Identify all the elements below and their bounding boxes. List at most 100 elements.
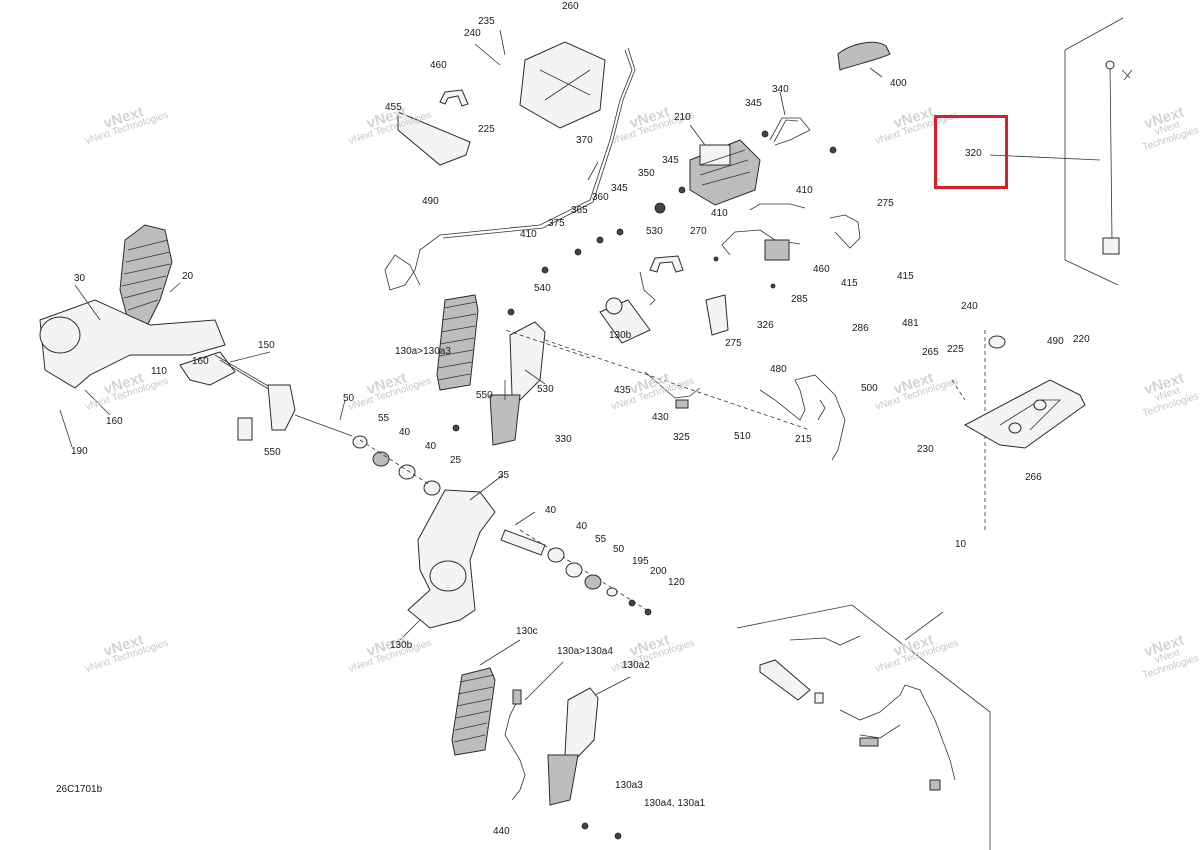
callout-label: 540 bbox=[534, 283, 551, 294]
callout-label: 120 bbox=[668, 577, 685, 588]
panel-borders bbox=[736, 17, 1124, 850]
callout-label: 260 bbox=[562, 1, 579, 12]
callout-label: 230 bbox=[917, 444, 934, 455]
sensor-harness-330 bbox=[644, 371, 701, 409]
callout-label: 195 bbox=[632, 556, 649, 567]
callout-label: 200 bbox=[650, 566, 667, 577]
fittings bbox=[452, 130, 837, 432]
callout-label: 370 bbox=[576, 135, 593, 146]
shock-absorber-upper bbox=[489, 321, 546, 446]
callout-label: 190 bbox=[71, 446, 88, 457]
callout-label: 415 bbox=[897, 271, 914, 282]
callout-label: 345 bbox=[662, 155, 679, 166]
callout-label: 410 bbox=[520, 229, 537, 240]
callout-label: 40 bbox=[399, 427, 411, 438]
dipstick-part bbox=[989, 60, 1133, 255]
axle-and-washers-lower bbox=[500, 529, 652, 616]
callout-label: 215 bbox=[795, 434, 812, 445]
harness-481 bbox=[759, 374, 846, 461]
hose-spring-part bbox=[837, 41, 891, 71]
callout-label: 160 bbox=[192, 356, 209, 367]
callout-label: 410 bbox=[796, 185, 813, 196]
callout-label: 500 bbox=[861, 383, 878, 394]
drawing-code: 26C1701b bbox=[56, 784, 103, 795]
coil-spring-lower bbox=[451, 667, 496, 756]
callout-label: 490 bbox=[422, 196, 439, 207]
callout-label: 20 bbox=[182, 271, 194, 282]
callout-label: 265 bbox=[922, 347, 939, 358]
callout-label: 345 bbox=[745, 98, 762, 109]
callout-label: 266 bbox=[1025, 472, 1042, 483]
callout-label: 481 bbox=[902, 318, 919, 329]
callout-label: 220 bbox=[1073, 334, 1090, 345]
leader-lines bbox=[59, 29, 944, 701]
hose-410-parts bbox=[721, 203, 861, 256]
callout-label: 210 bbox=[674, 112, 691, 123]
callout-label: 375 bbox=[548, 218, 565, 229]
mount-plate-part bbox=[963, 335, 1086, 449]
callout-label: 345 bbox=[611, 183, 628, 194]
accumulator-part bbox=[599, 297, 651, 344]
callout-label: 225 bbox=[478, 124, 495, 135]
manifold-part bbox=[705, 294, 729, 336]
callout-label: 25 bbox=[450, 455, 462, 466]
callout-label: 550 bbox=[264, 447, 281, 458]
callout-label: 415 bbox=[841, 278, 858, 289]
callout-label: 455 bbox=[385, 102, 402, 113]
callout-label: 550 bbox=[476, 390, 493, 401]
callout-label: 270 bbox=[690, 226, 707, 237]
callout-label: 510 bbox=[734, 431, 751, 442]
stabilizer-links bbox=[214, 354, 353, 441]
knuckle-part bbox=[407, 489, 496, 629]
valve-part bbox=[764, 239, 790, 261]
callout-label: 286 bbox=[852, 323, 869, 334]
callout-label: 55 bbox=[595, 534, 607, 545]
callout-label: 130c bbox=[516, 626, 538, 637]
callout-label: 325 bbox=[673, 432, 690, 443]
shock-assembly-top-left bbox=[39, 224, 236, 389]
callout-label: 130b bbox=[390, 640, 413, 651]
callout-label: 130b bbox=[609, 330, 632, 341]
callout-label: 440 bbox=[493, 826, 510, 837]
callout-label: 326 bbox=[757, 320, 774, 331]
callout-label: 340 bbox=[772, 84, 789, 95]
callout-label: 235 bbox=[478, 16, 495, 27]
callout-label: 285 bbox=[791, 294, 808, 305]
callout-label: 50 bbox=[343, 393, 355, 404]
callout-label: 40 bbox=[545, 505, 557, 516]
air-line-part bbox=[384, 47, 636, 291]
callout-label: 55 bbox=[378, 413, 390, 424]
callout-label: 130a>130a4 bbox=[557, 646, 613, 657]
callout-label: 160 bbox=[106, 416, 123, 427]
clip-parts bbox=[397, 89, 684, 273]
callout-label: 430 bbox=[652, 412, 669, 423]
callout-label: 360 bbox=[592, 192, 609, 203]
callout-label: 275 bbox=[725, 338, 742, 349]
bent-tube-part bbox=[639, 271, 656, 306]
callout-label: 130a2 bbox=[622, 660, 650, 671]
harness-130c bbox=[504, 689, 526, 801]
callout-label: 435 bbox=[614, 385, 631, 396]
callout-label: 225 bbox=[947, 344, 964, 355]
harness-440 bbox=[759, 635, 956, 791]
callout-label: 330 bbox=[555, 434, 572, 445]
callout-label: 320 bbox=[965, 148, 982, 159]
callout-label: 130a>130a3 bbox=[395, 346, 451, 357]
callout-label: 40 bbox=[425, 441, 437, 452]
coil-spring-upper bbox=[436, 294, 479, 391]
callout-label: 480 bbox=[770, 364, 787, 375]
callout-label: 40 bbox=[576, 521, 588, 532]
callout-label: 530 bbox=[537, 384, 554, 395]
callout-label: 35 bbox=[498, 470, 510, 481]
callout-label: 240 bbox=[464, 28, 481, 39]
callout-label: 110 bbox=[151, 366, 167, 377]
callout-label: 350 bbox=[638, 168, 655, 179]
highlight-box bbox=[934, 115, 1008, 189]
bracket-part bbox=[519, 41, 606, 129]
callout-label: 365 bbox=[571, 205, 588, 216]
callout-label: 10 bbox=[955, 539, 967, 550]
callout-label: 150 bbox=[258, 340, 275, 351]
callout-label: 50 bbox=[613, 544, 625, 555]
bushing-row-upper bbox=[352, 435, 441, 496]
